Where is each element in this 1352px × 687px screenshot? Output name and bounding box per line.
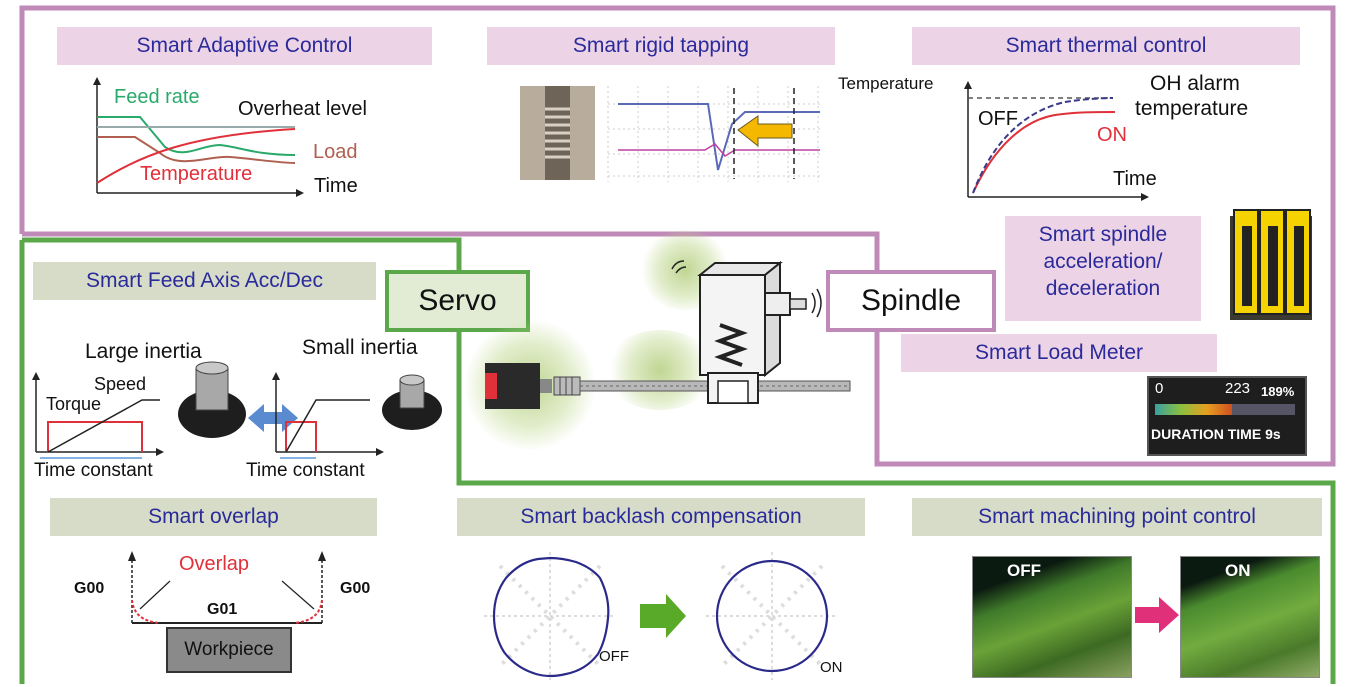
temperature-line — [96, 128, 296, 184]
tap-thread-icon — [545, 107, 570, 159]
tapping-torque-trace — [618, 143, 820, 157]
g00-right-arrow — [318, 551, 326, 561]
spindle-accdec-line1: Smart spindle — [1038, 223, 1168, 246]
tapping-speed-trace — [618, 103, 820, 171]
backlash-on-label: ON — [820, 659, 843, 676]
small-inertia-label: Small inertia — [302, 336, 418, 359]
servo-label: Servo — [385, 270, 530, 332]
spindle-region-border — [19, 5, 1336, 467]
double-arrow-icon — [248, 404, 298, 432]
machine-illustration — [485, 260, 851, 409]
thermal-oh-alarm-label-1: OH alarm — [1150, 72, 1240, 95]
load-meter-title: Smart Load Meter — [901, 334, 1217, 372]
adaptive-chart — [93, 77, 304, 197]
thermal-chart — [964, 81, 1149, 201]
time-constant-label-1: Time constant — [34, 460, 153, 481]
adaptive-y-arrow — [93, 77, 101, 85]
load-meter-value: 223 — [1225, 380, 1251, 397]
load-meter-bar-track — [1155, 404, 1295, 415]
large-speed-line — [47, 399, 160, 453]
g00-right-label: G00 — [340, 580, 371, 597]
overlap-curve-right — [293, 599, 323, 624]
backlash-title: Smart backlash compensation — [457, 498, 865, 536]
backlash-off-plot — [484, 552, 616, 680]
thermal-oh-alarm-label-2: temperature — [1135, 97, 1249, 120]
spindle-nose-icon — [764, 288, 822, 318]
feed-axis-x-arrow-small — [376, 448, 384, 456]
machining-off-image: OFF — [972, 556, 1132, 678]
servo-region-border — [22, 237, 1336, 684]
feed-axis-y-arrow-small — [272, 372, 280, 380]
load-meter-zero: 0 — [1155, 380, 1164, 397]
ballscrew-glow — [605, 330, 715, 410]
thermal-on-curve — [972, 111, 1116, 194]
backlash-diagram — [484, 552, 838, 680]
overlap-label: Overlap — [179, 553, 250, 575]
machining-off-label: OFF — [1007, 561, 1041, 580]
load-meter-display: 0 223 189% DURATION TIME 9s — [1147, 376, 1307, 456]
thermal-x-arrow — [1141, 193, 1149, 201]
spindle-head-icon — [697, 260, 783, 404]
adaptive-control-title: Smart Adaptive Control — [57, 27, 432, 65]
backlash-on-plot — [706, 552, 838, 680]
large-inertia-motor-icon — [178, 361, 246, 438]
adaptive-time-label: Time — [314, 175, 358, 197]
workpiece-block: Workpiece — [166, 627, 292, 673]
small-inertia-motor-icon — [382, 374, 442, 430]
rigid-tapping-graphic — [520, 86, 820, 182]
feed-axis-title: Smart Feed Axis Acc/Dec — [33, 262, 376, 300]
vibration-icon — [671, 260, 687, 274]
spindle-amplifier-image — [1230, 209, 1312, 320]
machining-on-label: ON — [1225, 561, 1251, 580]
rigid-tapping-title: Smart rigid tapping — [487, 27, 835, 65]
backlash-off-label: OFF — [599, 648, 629, 665]
arrow-left-icon — [737, 115, 793, 148]
speed-label: Speed — [94, 374, 147, 394]
feed-axis-x-arrow-large — [156, 448, 164, 456]
machining-on-image: ON — [1180, 556, 1320, 678]
g01-label: G01 — [207, 601, 238, 618]
spindle-label: Spindle — [826, 270, 996, 332]
spindle-accdec-title: Smart spindle acceleration/ deceleration — [1005, 216, 1201, 321]
thermal-time-label: Time — [1113, 168, 1157, 190]
arrow-right-pink-icon — [1135, 597, 1179, 633]
overlap-curve-left — [131, 599, 161, 624]
spindle-accdec-line2: acceleration/ — [1043, 250, 1163, 273]
thermal-off-label: OFF — [978, 108, 1018, 130]
load-meter-duration: DURATION TIME 9s — [1151, 426, 1281, 442]
load-line — [97, 136, 296, 164]
load-meter-bar-fill — [1155, 404, 1232, 415]
spindle-accdec-line3: deceleration — [1045, 277, 1161, 300]
thermal-control-title: Smart thermal control — [912, 27, 1300, 65]
feed-rate-line — [97, 116, 296, 156]
small-torque-line — [285, 421, 317, 452]
coupling-icon — [553, 376, 581, 396]
g00-left-label: G00 — [74, 580, 105, 597]
feed-axis-graphics — [32, 361, 442, 459]
g00-left-arrow — [128, 551, 136, 561]
thermal-temperature-label: Temperature — [838, 74, 934, 93]
thermal-off-curve — [972, 97, 1114, 194]
adaptive-x-arrow — [296, 189, 304, 197]
large-inertia-label: Large inertia — [85, 340, 202, 363]
adaptive-overheat-label: Overheat level — [238, 98, 367, 120]
small-speed-line — [285, 399, 370, 453]
servo-motor-icon — [485, 363, 552, 409]
machining-point-title: Smart machining point control — [912, 498, 1322, 536]
thermal-on-label: ON — [1097, 124, 1127, 146]
thermal-y-arrow — [964, 81, 972, 89]
adaptive-temperature-label: Temperature — [140, 163, 253, 185]
adaptive-feed-rate-label: Feed rate — [114, 86, 200, 108]
large-torque-line — [47, 421, 143, 452]
overlap-diagram — [128, 551, 326, 624]
feed-axis-y-arrow-large — [32, 372, 40, 380]
time-constant-label-2: Time constant — [246, 460, 365, 481]
torque-label: Torque — [46, 394, 102, 414]
overlap-title: Smart overlap — [50, 498, 377, 536]
arrow-right-icon — [640, 594, 686, 638]
load-meter-percent: 189% — [1261, 384, 1295, 399]
adaptive-load-label: Load — [313, 141, 358, 163]
